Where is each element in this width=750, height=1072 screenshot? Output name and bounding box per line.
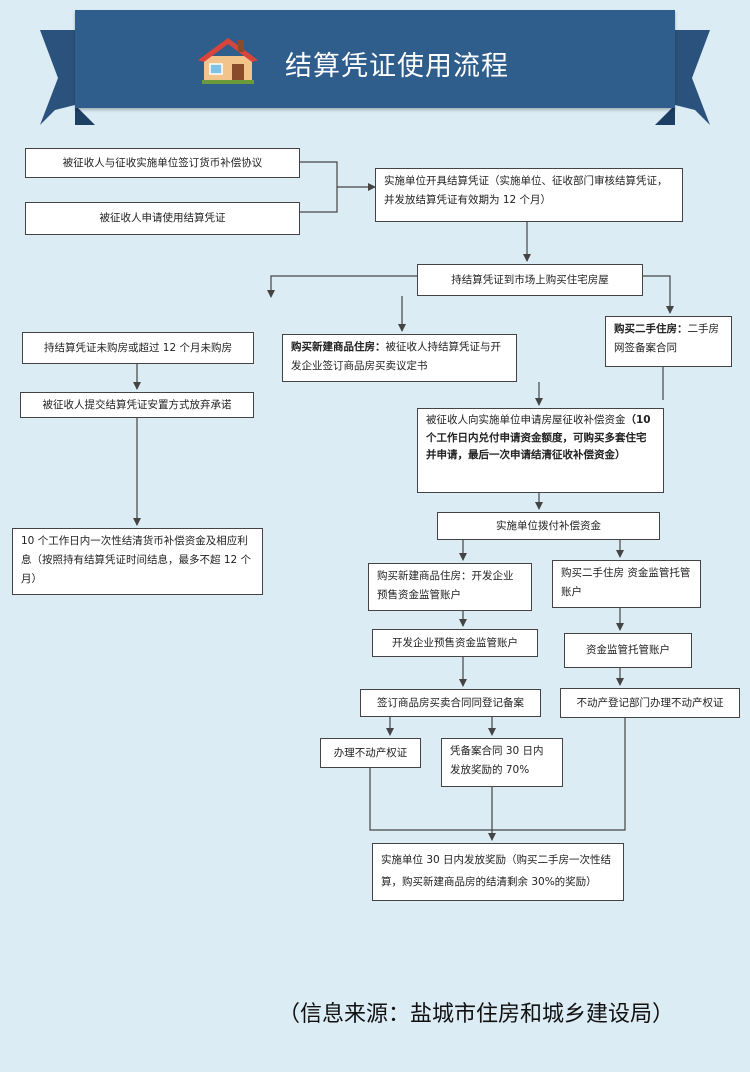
box-final-reward: 实施单位 30 日内发放奖励（购买二手房一次性结算，购买新建商品房的结清剩余 3… [372, 843, 624, 901]
banner-ribbon [40, 30, 710, 125]
text-buy-second: 二手房网签备案合同 [614, 323, 719, 354]
box-allocate-funds: 实施单位拨付补偿资金 [437, 512, 660, 540]
box-apply-voucher: 被征收人申请使用结算凭证 [25, 202, 300, 235]
box-new-supervision: 购买新建商品住房：开发企业预售资金监管账户 [368, 563, 532, 611]
box-buy-second-hand: 购买二手住房：二手房网签备案合同 [605, 316, 732, 367]
box-apply-funds: 被征收人向实施单位申请房屋征收补偿资金（10 个工作日内兑付申请资金额度，可购买… [417, 408, 664, 493]
house-icon [198, 38, 258, 84]
box-second-custody: 购买二手住房 资金监管托管账户 [552, 560, 701, 608]
box-contract-filing: 签订商品房买卖合同同登记备案 [360, 689, 541, 717]
box-refund-settlement: 10 个工作日内一次性结清货币补偿资金及相应利息（按照持有结算凭证时间结息，最多… [12, 528, 263, 595]
banner-main [75, 10, 675, 108]
box-reward-70: 凭备案合同 30 日内发放奖励的 70% [441, 738, 563, 787]
box-no-purchase: 持结算凭证未购房或超过 12 个月未购房 [22, 332, 254, 364]
text-apply-funds: 被征收人向实施单位申请房屋征收补偿资金 [426, 414, 626, 426]
box-issue-voucher: 实施单位开具结算凭证（实施单位、征收部门审核结算凭证，并发放结算凭证有效期为 1… [375, 168, 683, 222]
box-buy-new-housing: 购买新建商品住房：被征收人持结算凭证与开发企业签订商品房买卖议定书 [282, 334, 517, 382]
label-buy-second: 购买二手住房： [614, 323, 688, 335]
box-custody-account: 资金监管托管账户 [564, 633, 692, 668]
page-title: 结算凭证使用流程 [285, 51, 509, 82]
text-funds-condition: （10 个工作日内兑付申请资金额度，可购买多套住宅并申请，最后一次申请结清征收补… [426, 414, 651, 461]
box-dev-presale-account: 开发企业预售资金监管账户 [372, 629, 538, 657]
box-property-cert: 办理不动产权证 [320, 738, 421, 768]
box-market-purchase: 持结算凭证到市场上购买住宅房屋 [417, 264, 643, 296]
title-banner: 结算凭证使用流程 [0, 0, 750, 130]
box-registry-department: 不动产登记部门办理不动产权证 [560, 688, 740, 718]
box-compensation-agreement: 被征收人与征收实施单位签订货币补偿协议 [25, 148, 300, 178]
label-buy-new: 购买新建商品住房： [291, 341, 386, 353]
info-source: （信息来源：盐城市住房和城乡建设局） [278, 1002, 675, 1027]
text-buy-new: 被征收人持结算凭证与开发企业签订商品房买卖议定书 [291, 341, 501, 372]
box-waive-commitment: 被征收人提交结算凭证安置方式放弃承诺 [20, 392, 254, 418]
